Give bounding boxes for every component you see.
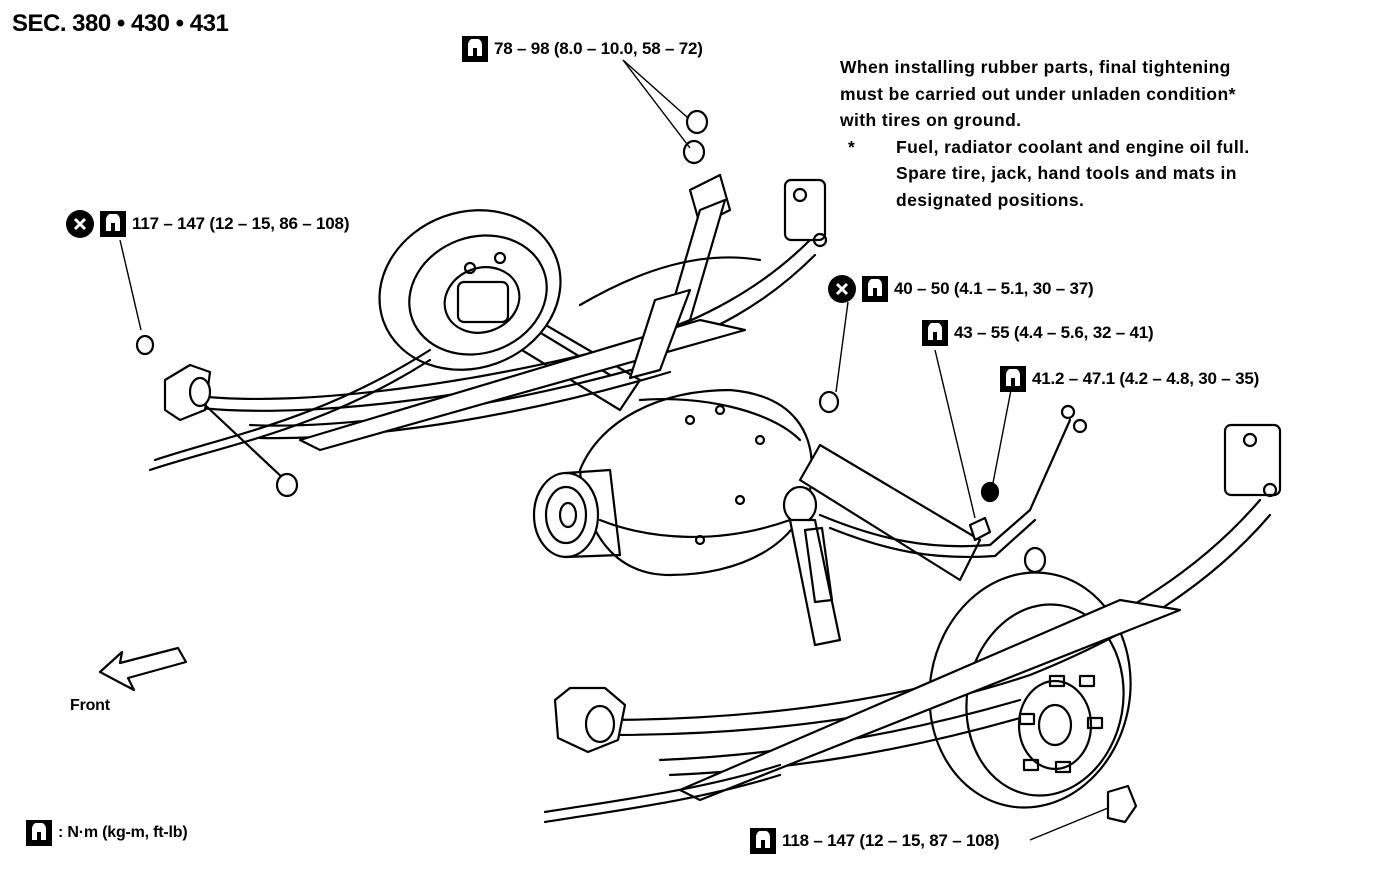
installation-note: When installing rubber parts, final tigh… bbox=[840, 54, 1250, 213]
leader-lines bbox=[119, 59, 1109, 841]
torque-label-stabilizer-link: 41.2 – 47.1 (4.2 – 4.8, 30 – 35) bbox=[1000, 366, 1259, 392]
torque-label-u-bolt-nut: 118 – 147 (12 – 15, 87 – 108) bbox=[750, 828, 999, 854]
left-front-bushing bbox=[135, 334, 212, 422]
note-line-1: When installing rubber parts, final tigh… bbox=[840, 57, 1231, 77]
left-leaf-spring bbox=[188, 238, 817, 452]
torque-value: 41.2 – 47.1 (4.2 – 4.8, 30 – 35) bbox=[1032, 369, 1260, 388]
torque-label-spring-front-pin: 117 – 147 (12 – 15, 86 – 108) bbox=[66, 210, 349, 238]
legend-text: : N·m (kg-m, ft-lb) bbox=[58, 824, 188, 841]
left-rear-shackle bbox=[682, 109, 828, 248]
u-bolt-nut bbox=[1106, 784, 1138, 824]
front-label: Front bbox=[70, 697, 110, 714]
do-not-reuse-icon bbox=[66, 210, 94, 238]
parking-brake-cables bbox=[148, 256, 782, 824]
torque-wrench-icon bbox=[100, 211, 126, 237]
note-asterisk: * bbox=[848, 136, 856, 157]
note-sub-3: designated positions. bbox=[896, 189, 1085, 210]
note-sub-1: Fuel, radiator coolant and engine oil fu… bbox=[896, 136, 1250, 157]
right-leaf-spring bbox=[598, 498, 1272, 802]
note-sub-2: Spare tire, jack, hand tools and mats in bbox=[896, 163, 1237, 183]
torque-wrench-icon bbox=[462, 36, 488, 62]
torque-wrench-icon bbox=[750, 828, 776, 854]
right-front-bushing bbox=[553, 686, 627, 754]
front-arrow-icon bbox=[98, 646, 188, 692]
stabilizer-bracket-bolt bbox=[968, 481, 1000, 542]
differential-housing bbox=[578, 388, 813, 577]
torque-value: 40 – 50 (4.1 – 5.1, 30 – 37) bbox=[894, 279, 1094, 298]
torque-value: 43 – 55 (4.4 – 5.6, 32 – 41) bbox=[954, 323, 1154, 342]
torque-label-spring-shackle: 78 – 98 (8.0 – 10.0, 58 – 72) bbox=[462, 36, 703, 62]
section-title: SEC. 380 • 430 • 431 bbox=[12, 10, 229, 37]
torque-wrench-icon bbox=[1000, 366, 1026, 392]
torque-units-legend: : N·m (kg-m, ft-lb) bbox=[26, 820, 188, 846]
torque-wrench-icon bbox=[862, 276, 888, 302]
right-rear-shackle bbox=[1223, 423, 1282, 498]
stabilizer-bar bbox=[818, 404, 1088, 574]
torque-label-stabilizer-bracket: 43 – 55 (4.4 – 5.6, 32 – 41) bbox=[922, 320, 1154, 346]
shock-lower-nut bbox=[818, 390, 840, 414]
torque-value: 118 – 147 (12 – 15, 87 – 108) bbox=[782, 831, 1000, 850]
torque-label-shock-lower: 40 – 50 (4.1 – 5.1, 30 – 37) bbox=[828, 275, 1094, 303]
torque-value: 117 – 147 (12 – 15, 86 – 108) bbox=[132, 214, 350, 233]
torque-value: 78 – 98 (8.0 – 10.0, 58 – 72) bbox=[494, 39, 703, 58]
note-line-3: with tires on ground. bbox=[840, 110, 1022, 130]
left-brake-drum bbox=[378, 209, 562, 371]
torque-wrench-icon bbox=[26, 820, 52, 846]
pinion-flange bbox=[532, 468, 622, 559]
right-shock-absorber bbox=[782, 485, 842, 647]
front-pin-bolt bbox=[203, 403, 299, 498]
torque-wrench-icon bbox=[922, 320, 948, 346]
do-not-reuse-icon bbox=[828, 275, 856, 303]
left-shock-absorber bbox=[628, 173, 732, 380]
note-line-2: must be carried out under unladen condit… bbox=[840, 83, 1236, 104]
